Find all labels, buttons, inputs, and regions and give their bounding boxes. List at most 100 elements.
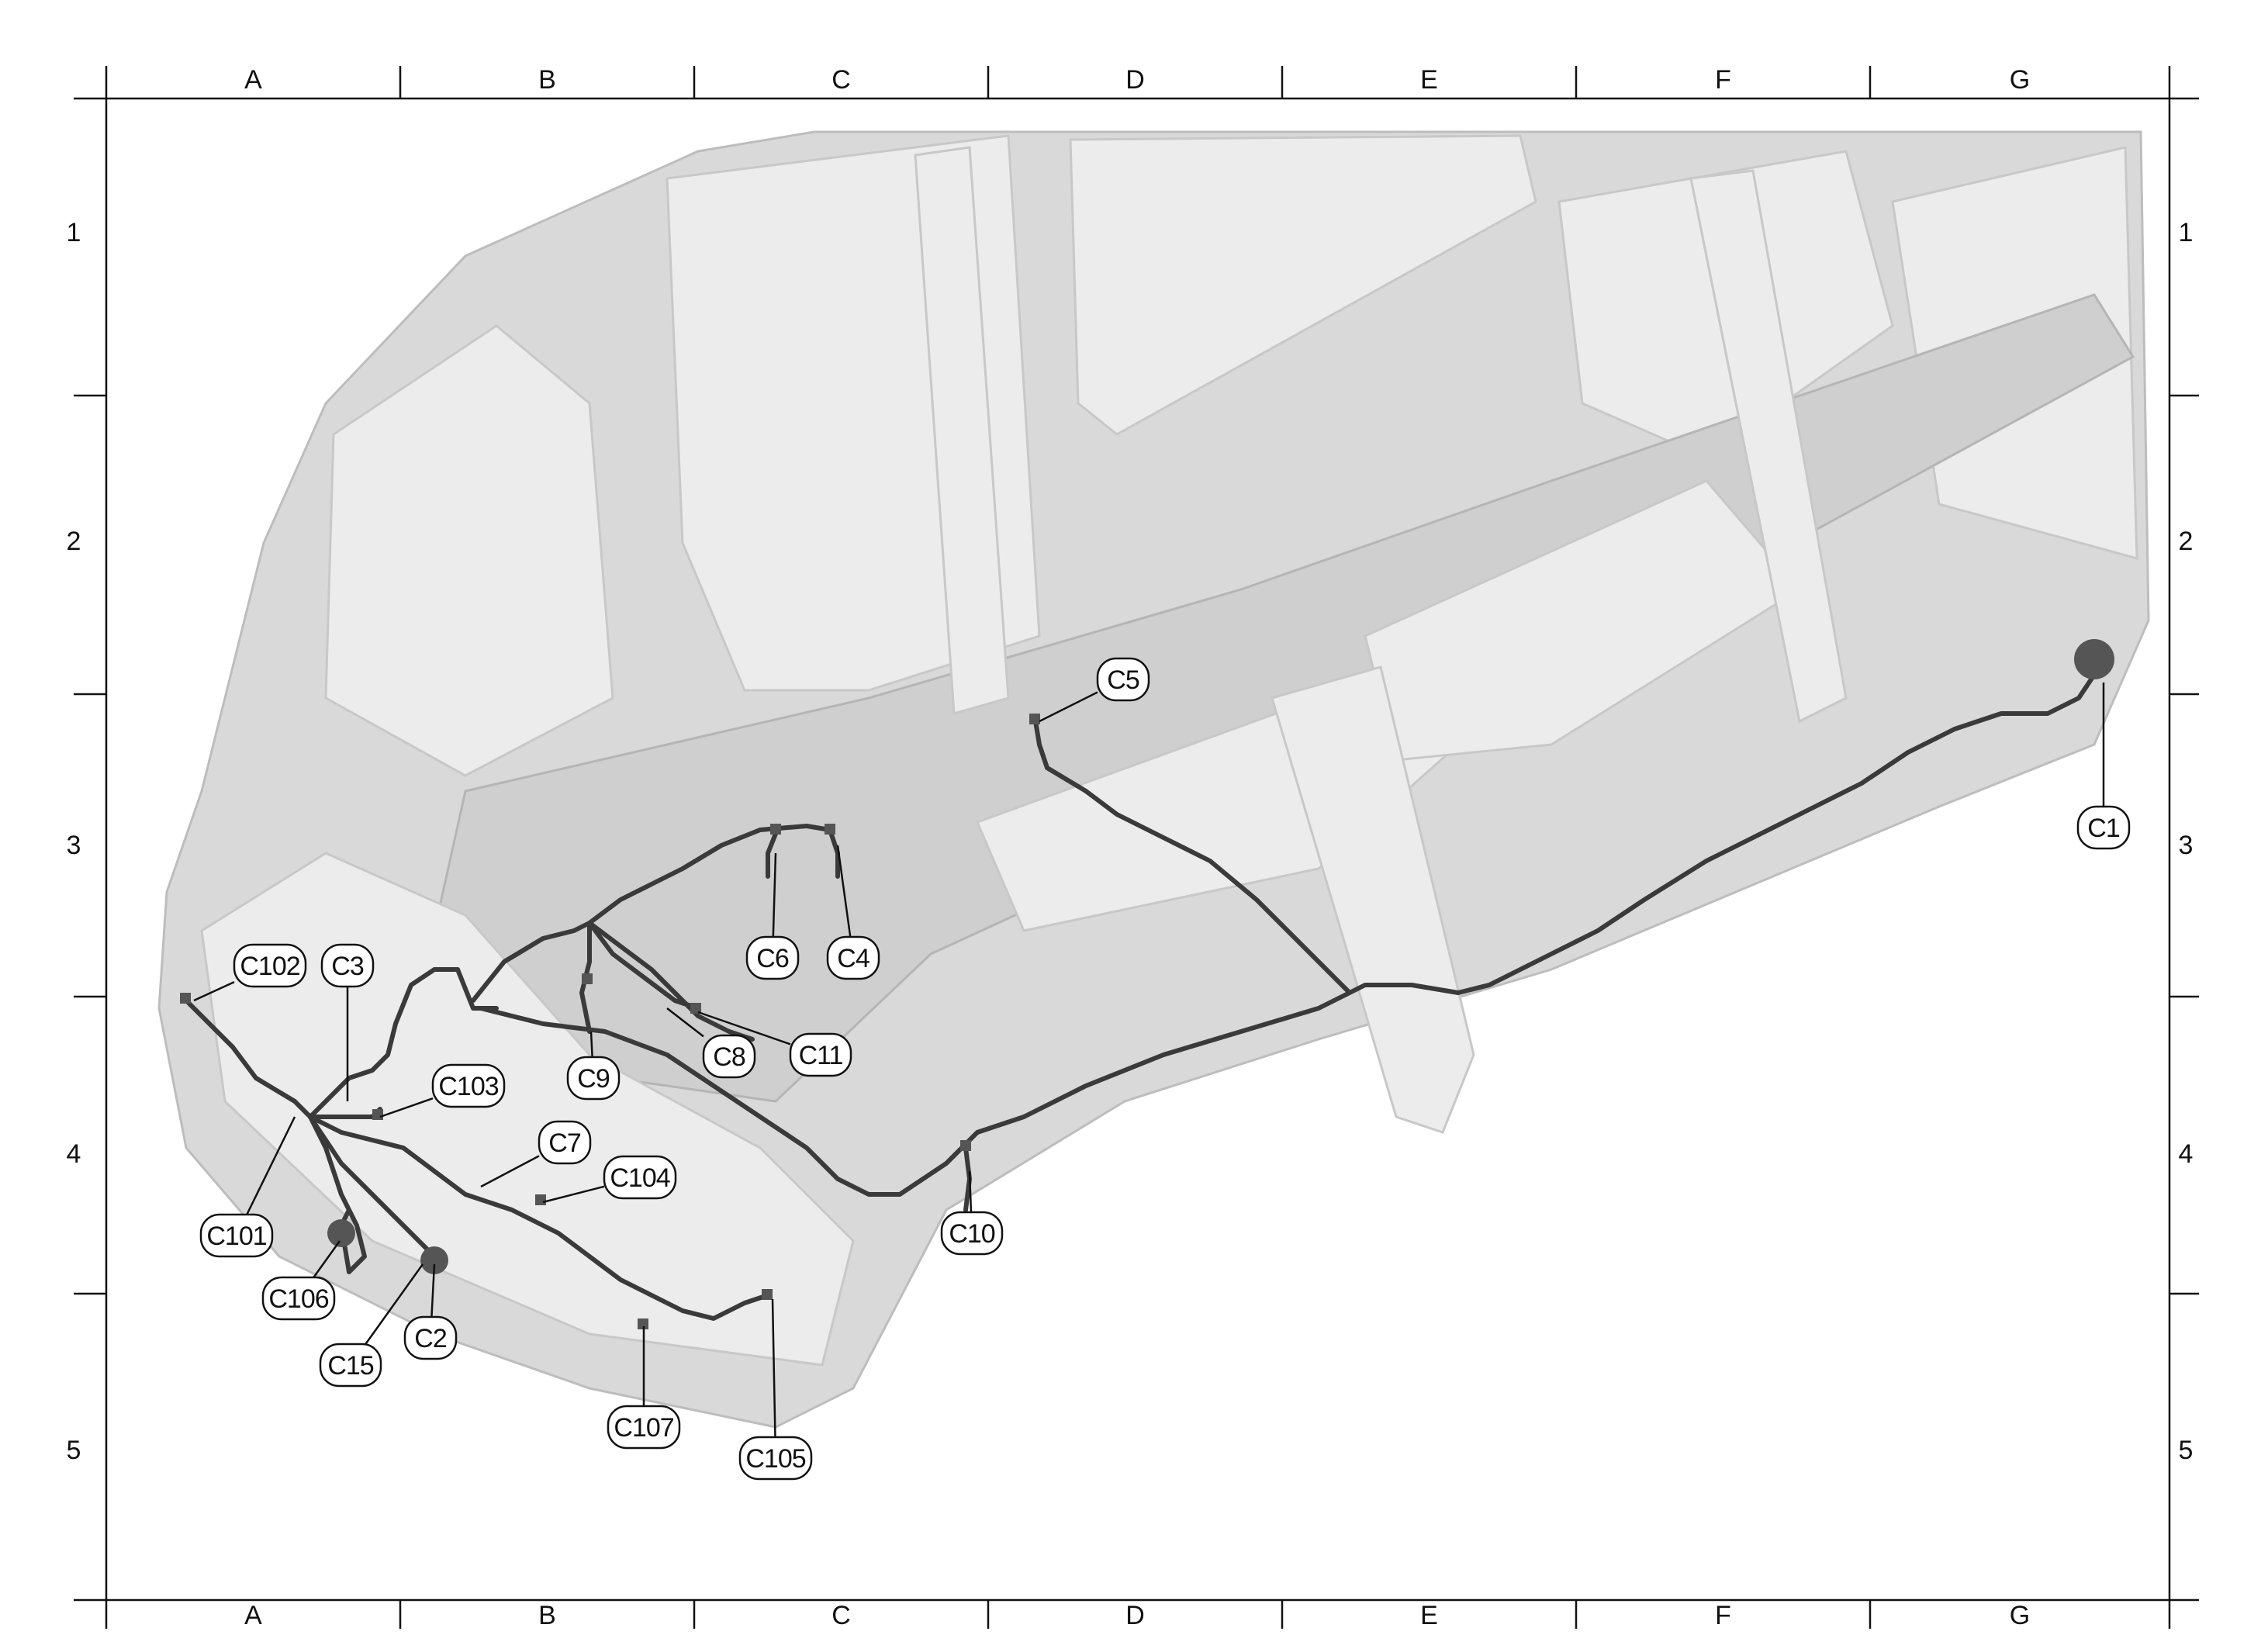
callout-box — [745, 935, 800, 980]
connector-label-c8: C8 — [713, 1042, 745, 1072]
grid-column-label-top: A — [244, 65, 262, 95]
callout-leader-line — [480, 1155, 540, 1188]
callout-leader-line — [589, 1031, 593, 1058]
callout-leader-line — [772, 852, 777, 938]
connector-label-c102: C102 — [240, 952, 299, 981]
connector-label-c103: C103 — [438, 1072, 498, 1101]
callout-c103: C103 — [379, 1063, 506, 1118]
callout-leader-line — [968, 1170, 973, 1213]
callout-c4: C4 — [826, 845, 880, 980]
callout-c3: C3 — [320, 943, 375, 1101]
callout-box — [261, 1276, 336, 1321]
connector-label-c15: C15 — [327, 1351, 373, 1381]
grid-frame: A A B B C C D D E E F F G G 1 1 2 2 3 3 4 4 5 5 — [67, 65, 2199, 1630]
callout-c9: C9 — [566, 1031, 621, 1101]
callout-c5: C5 — [1039, 657, 1150, 723]
grid-row-label-right: 3 — [2179, 831, 2194, 860]
connector-label-c11: C11 — [799, 1041, 843, 1070]
callout-box — [431, 1063, 506, 1108]
connector-label-c3: C3 — [331, 952, 364, 981]
connector-label-c7: C7 — [548, 1128, 581, 1158]
grid-column-label-top: F — [1715, 65, 1731, 95]
callout-leader-line — [771, 1298, 776, 1438]
callout-box — [826, 935, 880, 980]
connector-label-c105: C105 — [745, 1444, 805, 1474]
connector-label-c104: C104 — [610, 1163, 669, 1193]
callout-box — [738, 1436, 813, 1481]
callout-box — [1096, 657, 1150, 702]
callout-c8: C8 — [666, 1007, 756, 1079]
connector-label-c1: C1 — [2087, 814, 2120, 843]
grid-column-label-top: C — [831, 65, 851, 95]
callout-leader-line — [666, 1007, 704, 1038]
callout-c105: C105 — [738, 1298, 813, 1481]
callout-c10: C10 — [940, 1170, 1004, 1256]
callout-leader-line — [313, 1240, 341, 1278]
callout-box — [607, 1405, 681, 1450]
callout-c6: C6 — [745, 852, 800, 980]
callout-box — [702, 1034, 756, 1079]
grid-row-label-left: 2 — [67, 527, 81, 556]
callout-box — [199, 1213, 274, 1258]
callout-box — [2076, 805, 2131, 850]
callout-box — [319, 1343, 382, 1388]
vehicle-body-illustration — [157, 130, 2150, 1429]
callout-leader-line — [836, 845, 852, 938]
callout-box — [789, 1032, 852, 1077]
grid-row-label-left: 4 — [67, 1139, 81, 1169]
callout-box — [233, 943, 307, 988]
connector-label-c10: C10 — [949, 1219, 994, 1249]
callout-box — [403, 1315, 458, 1360]
callout-c107: C107 — [607, 1326, 681, 1450]
grid-row-label-left: 3 — [67, 831, 81, 860]
grid-column-label-top: G — [2010, 65, 2030, 95]
connector-label-c6: C6 — [756, 944, 789, 973]
grid-column-label-top: B — [538, 65, 556, 95]
callout-leader-line — [246, 1116, 296, 1215]
grid-row-label-left: 5 — [67, 1436, 81, 1465]
grid-column-label-top: E — [1420, 65, 1438, 95]
connector-label-c2: C2 — [414, 1324, 447, 1353]
callout-leader-line — [542, 1185, 605, 1204]
callout-leader-line — [379, 1097, 434, 1118]
callout-box — [603, 1155, 677, 1200]
grid-column-label-bottom: E — [1420, 1601, 1438, 1630]
callout-c104: C104 — [542, 1155, 677, 1204]
connector-label-c101: C101 — [206, 1222, 266, 1251]
callout-leader-line — [697, 1011, 791, 1045]
callout-c106: C106 — [261, 1240, 341, 1321]
callout-box — [566, 1056, 621, 1101]
callout-c15: C15 — [319, 1263, 424, 1388]
callout-box — [538, 1120, 592, 1165]
grid-column-label-top: D — [1125, 65, 1145, 95]
callout-c102: C102 — [193, 943, 307, 1002]
connector-label-c106: C106 — [268, 1284, 328, 1314]
connector-label-c5: C5 — [1107, 665, 1139, 695]
callout-c2: C2 — [403, 1263, 458, 1360]
callout-c1: C1 — [2076, 683, 2131, 850]
grid-row-label-left: 1 — [67, 218, 81, 247]
callout-box — [940, 1211, 1004, 1256]
grid-row-label-right: 5 — [2179, 1436, 2194, 1465]
grid-column-label-bottom: A — [244, 1601, 262, 1630]
connector-label-c9: C9 — [577, 1064, 610, 1094]
grid-column-label-bottom: F — [1715, 1601, 1731, 1630]
grid-row-label-right: 1 — [2179, 218, 2194, 247]
grid-column-label-bottom: G — [2010, 1601, 2030, 1630]
callout-leader-line — [1039, 691, 1098, 723]
callout-c11: C11 — [697, 1011, 852, 1077]
connector-label-c107: C107 — [614, 1413, 673, 1443]
grid-column-label-bottom: D — [1125, 1601, 1145, 1630]
grid-row-label-right: 4 — [2179, 1139, 2194, 1169]
grid-column-label-bottom: C — [831, 1601, 851, 1630]
callout-leader-line — [193, 980, 235, 1002]
wiring-harness — [180, 639, 2114, 1329]
grid-column-label-bottom: B — [538, 1601, 556, 1630]
grid-row-label-right: 2 — [2179, 527, 2194, 556]
callout-c101: C101 — [199, 1116, 296, 1258]
connector-label-c4: C4 — [837, 944, 869, 973]
callout-leader-line — [365, 1263, 424, 1345]
callout-leader-line — [430, 1263, 436, 1318]
